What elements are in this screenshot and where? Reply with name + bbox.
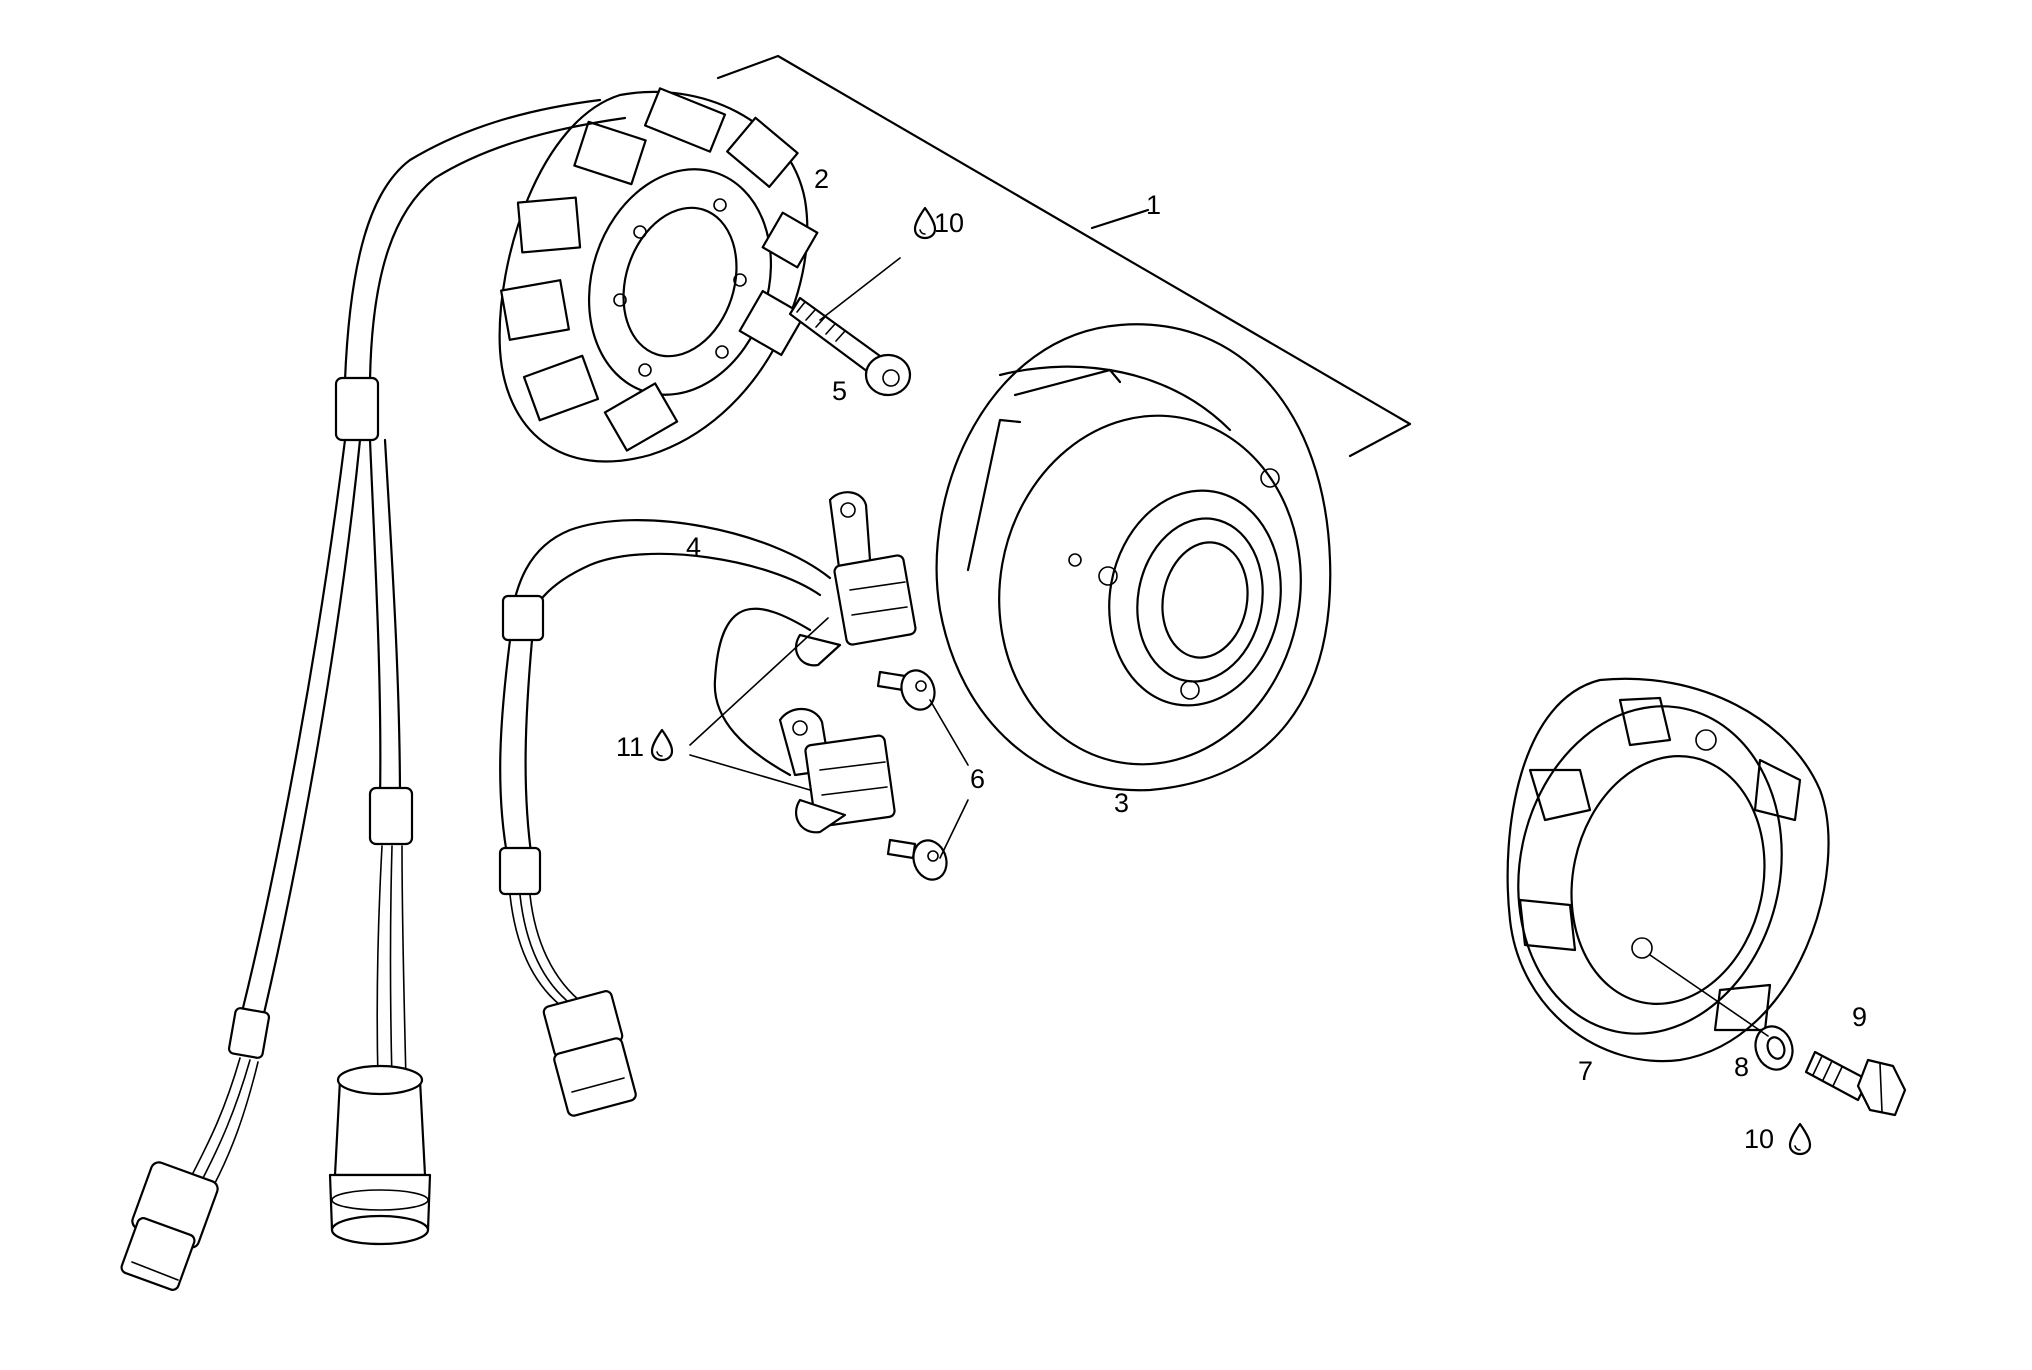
starter-clutch-plate xyxy=(1506,677,1830,1063)
washer xyxy=(1754,1025,1794,1071)
callout-9: 9 xyxy=(1852,1002,1867,1032)
callout-10-lower: 10 xyxy=(1744,1124,1774,1154)
callout-5: 5 xyxy=(832,376,847,406)
thread-locker-drop-icon xyxy=(913,206,937,240)
assembly-bracket xyxy=(716,54,1412,458)
stator xyxy=(498,87,819,463)
callout-8: 8 xyxy=(1734,1052,1749,1082)
callout-7: 7 xyxy=(1578,1056,1593,1086)
hex-bolt xyxy=(1804,1050,1907,1117)
pickup-sensor-assembly xyxy=(498,491,917,1117)
flywheel-rotor xyxy=(935,323,1332,792)
callout-4: 4 xyxy=(686,532,701,562)
pickup-sensor-upper xyxy=(794,491,917,667)
stator-connector-left xyxy=(120,1161,219,1291)
callout-2: 2 xyxy=(814,164,829,194)
callout-10-upper: 10 xyxy=(934,208,964,238)
stator-cap-screw xyxy=(788,296,912,397)
thread-locker-drop-icon xyxy=(650,728,674,762)
thread-locker-drop-icon xyxy=(1788,1122,1812,1156)
callout-1: 1 xyxy=(1146,190,1161,220)
callout-6: 6 xyxy=(970,764,985,794)
stator-round-connector xyxy=(328,1064,432,1246)
pickup-sensor-lower xyxy=(778,707,896,834)
pickup-connector xyxy=(542,990,637,1117)
stator-coils xyxy=(500,87,819,452)
sensor-screw-lower xyxy=(886,838,948,881)
callouts: 1 2 3 4 5 6 7 8 9 10 10 11 xyxy=(616,164,1867,1154)
leader-lines xyxy=(689,257,1769,1037)
callout-3: 3 xyxy=(1114,788,1129,818)
callout-11: 11 xyxy=(616,732,644,762)
stator-harness xyxy=(120,98,627,1291)
sensor-screw-upper xyxy=(876,669,936,711)
